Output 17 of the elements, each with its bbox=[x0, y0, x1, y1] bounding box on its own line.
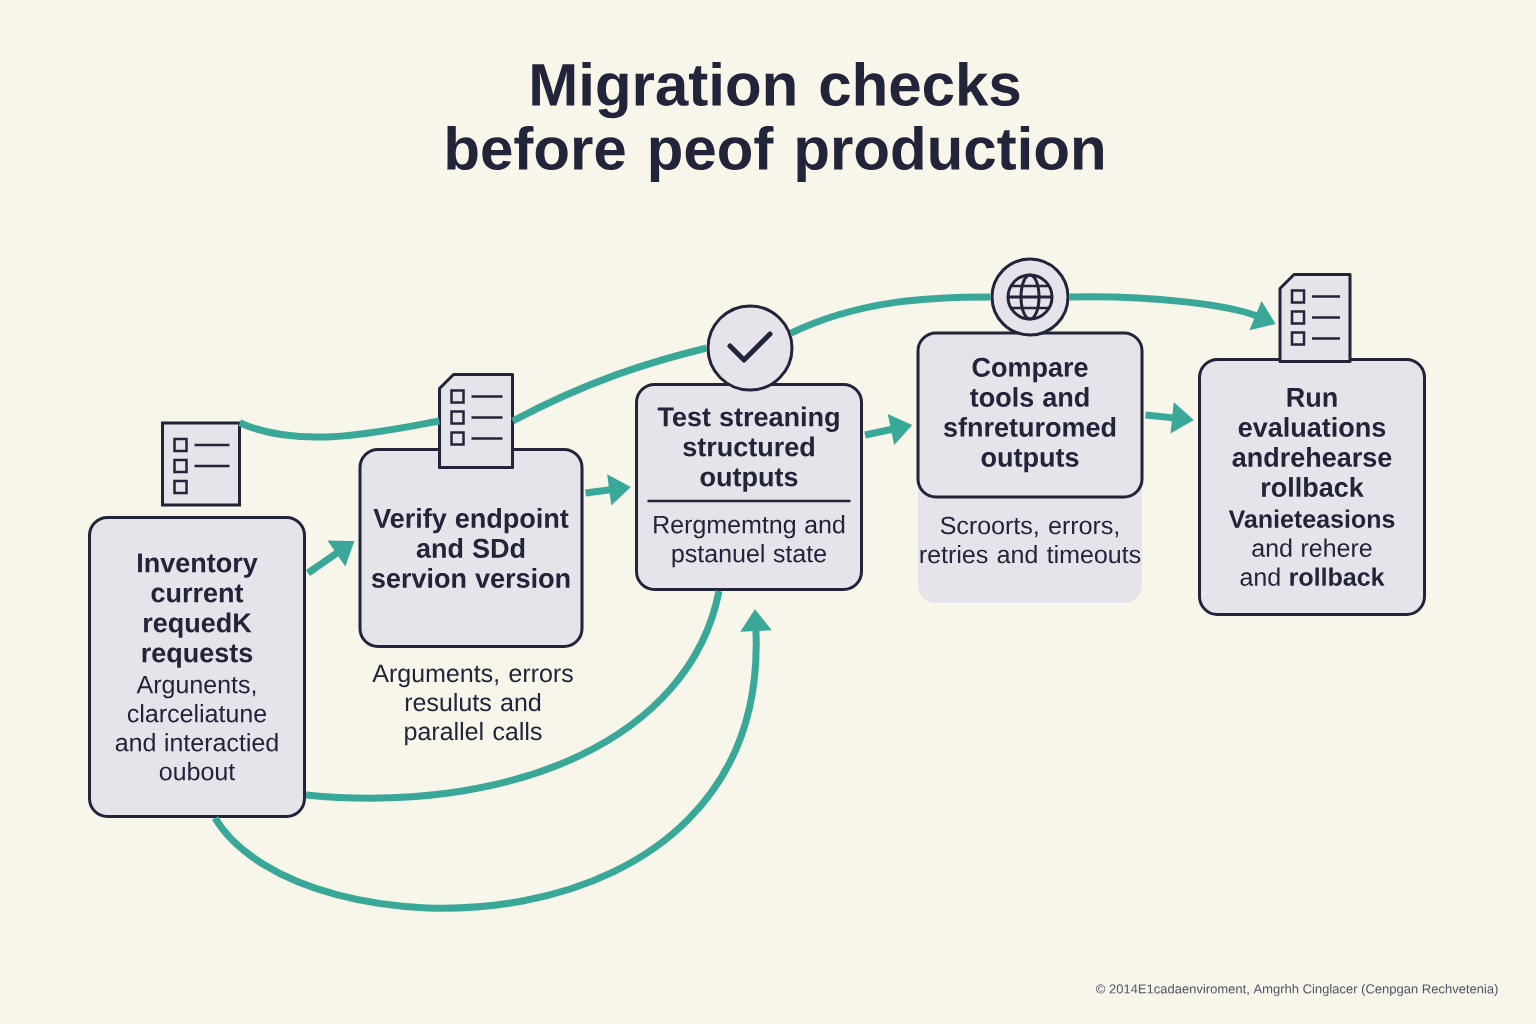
step-box: Test streaning structured outputs Rergmemtng and pstanuel state bbox=[635, 383, 863, 591]
connector bbox=[511, 344, 708, 425]
globe-icon bbox=[990, 257, 1070, 337]
caption-text: Arguments, errors resuluts and parallel calls bbox=[372, 664, 573, 746]
step-box: Inventory current requedK requests Argunents, clarceliatune and interactied oubout bbox=[88, 516, 306, 818]
step-box: Verify endpoint and SDd servion version bbox=[358, 448, 584, 648]
checklist-icon bbox=[161, 421, 241, 507]
title: Migration checks before peof production bbox=[447, 62, 1103, 182]
connector bbox=[305, 590, 723, 802]
document-icon bbox=[1278, 273, 1352, 363]
step-box: Compare tools and sfnreturomed outputs bbox=[916, 331, 1144, 499]
connector bbox=[238, 417, 440, 441]
document-icon bbox=[438, 373, 514, 469]
step-box: Run evaluations andrehearse rollback Vanieteasions and rehere and rollback bbox=[1198, 358, 1426, 616]
caption-panel-text: Scroorts, errors, retries and timeouts bbox=[920, 516, 1141, 564]
copyright-note: © 2014E1cadaenviroment, Amgrhh Cinglacer (Cenpgan Rechvetenia) bbox=[1096, 983, 1498, 997]
checkmark-icon bbox=[706, 304, 794, 392]
